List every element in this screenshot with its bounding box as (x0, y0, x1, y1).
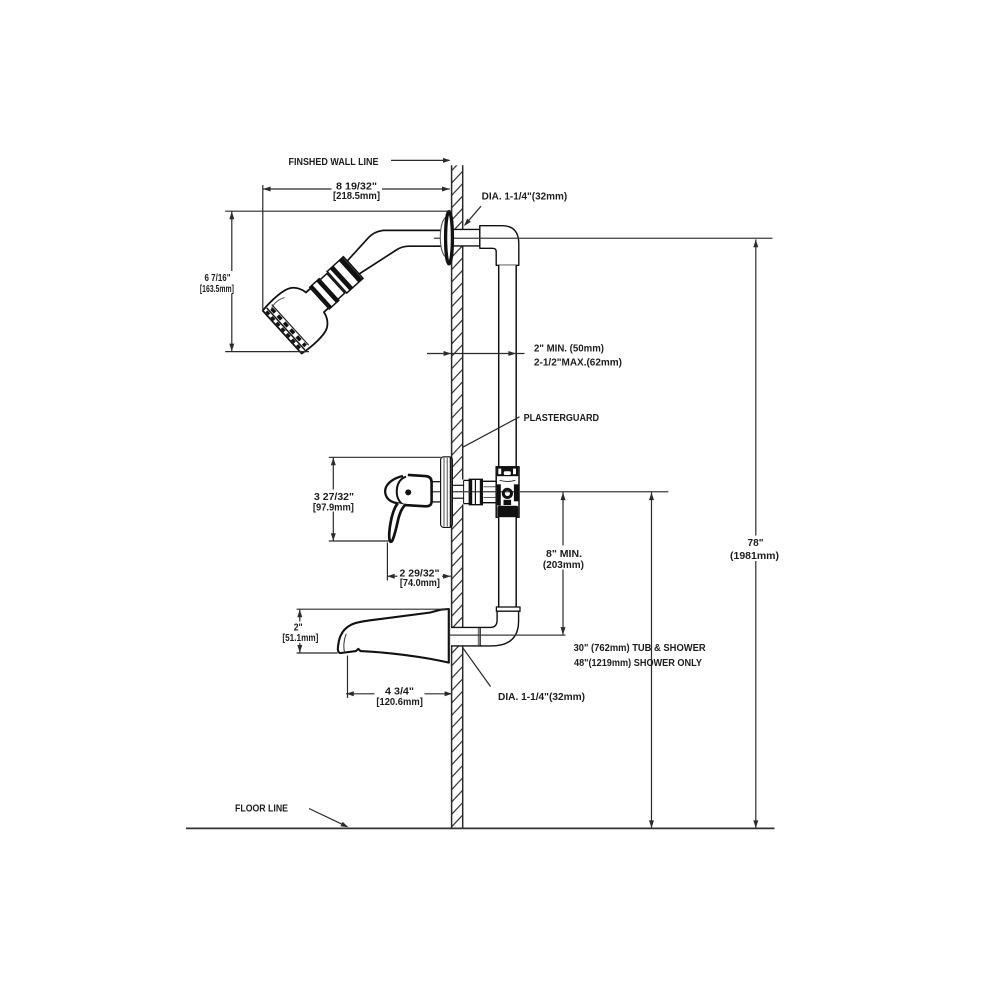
svg-text:[51.1mm]: [51.1mm] (282, 633, 318, 644)
svg-text:[74.0mm]: [74.0mm] (400, 578, 440, 589)
svg-text:DIA. 1-1/4"(32mm): DIA. 1-1/4"(32mm) (498, 692, 585, 703)
svg-text:[97.9mm]: [97.9mm] (313, 503, 354, 514)
svg-text:[120.6mm]: [120.6mm] (376, 697, 423, 708)
svg-text:78": 78" (748, 538, 764, 549)
svg-text:FINSHED WALL LINE: FINSHED WALL LINE (289, 157, 379, 168)
svg-text:DIA. 1-1/4"(32mm): DIA. 1-1/4"(32mm) (482, 192, 568, 203)
svg-text:6 7/16": 6 7/16" (205, 273, 231, 284)
svg-text:(1981mm): (1981mm) (730, 551, 779, 562)
svg-text:8 19/32": 8 19/32" (336, 181, 377, 192)
svg-text:4 3/4": 4 3/4" (385, 686, 414, 697)
svg-text:FLOOR LINE: FLOOR LINE (235, 803, 288, 814)
svg-text:PLASTERGUARD: PLASTERGUARD (524, 413, 600, 424)
svg-text:(203mm): (203mm) (543, 560, 584, 571)
svg-text:30" (762mm) TUB & SHOWER: 30" (762mm) TUB & SHOWER (574, 643, 706, 654)
svg-text:48"(1219mm) SHOWER ONLY: 48"(1219mm) SHOWER ONLY (574, 658, 702, 669)
svg-text:[163.5mm]: [163.5mm] (200, 284, 234, 295)
svg-text:8" MIN.: 8" MIN. (546, 549, 582, 560)
svg-text:2-1/2"MAX.(62mm): 2-1/2"MAX.(62mm) (534, 358, 622, 369)
svg-text:3 27/32": 3 27/32" (314, 492, 354, 503)
svg-text:[218.5mm]: [218.5mm] (333, 191, 380, 202)
svg-text:2": 2" (294, 623, 303, 634)
svg-text:2 29/32": 2 29/32" (400, 569, 440, 580)
svg-text:2" MIN. (50mm): 2" MIN. (50mm) (534, 344, 604, 355)
